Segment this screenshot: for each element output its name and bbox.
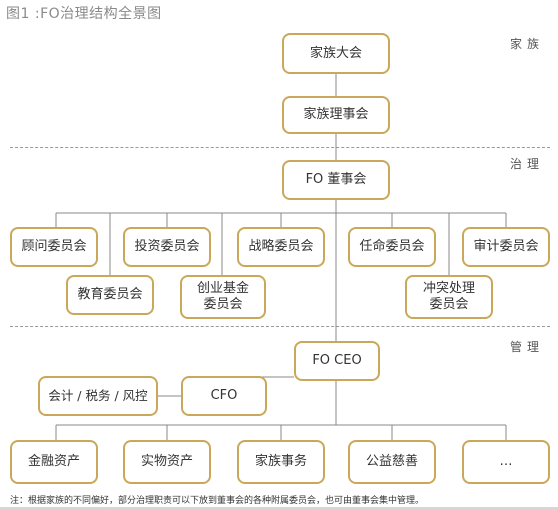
node-audit-committee: 审计委员会 <box>462 227 550 267</box>
node-accounting-tax-risk: 会计 / 税务 / 风控 <box>38 376 158 416</box>
node-venture-fund-committee: 创业基金 委员会 <box>180 275 266 319</box>
node-financial-assets: 金融资产 <box>10 440 98 484</box>
footnote: 注：根据家族的不同偏好，部分治理职责可以下放到董事会的各种附属委员会，也可由董事… <box>10 496 425 506</box>
section-label-family: 家族 <box>510 37 545 51</box>
node-investment-committee: 投资委员会 <box>123 227 211 267</box>
divider-family-governance <box>10 147 550 148</box>
node-family-affairs: 家族事务 <box>237 440 325 484</box>
node-education-committee: 教育委员会 <box>66 275 154 315</box>
node-advisory-committee: 顾问委员会 <box>10 227 98 267</box>
node-appointment-committee: 任命委员会 <box>348 227 436 267</box>
node-philanthropy: 公益慈善 <box>348 440 436 484</box>
node-physical-assets: 实物资产 <box>123 440 211 484</box>
node-conflict-committee: 冲突处理 委员会 <box>405 275 493 319</box>
node-fo-ceo: FO CEO <box>294 341 380 381</box>
node-family-assembly: 家族大会 <box>282 33 390 74</box>
bottom-rule <box>0 507 558 510</box>
node-more: … <box>462 440 550 484</box>
node-fo-board: FO 董事会 <box>282 160 390 200</box>
node-cfo: CFO <box>181 376 267 416</box>
section-label-governance: 治理 <box>510 157 545 171</box>
section-label-management: 管理 <box>510 340 545 354</box>
divider-governance-management <box>10 326 550 327</box>
node-strategy-committee: 战略委员会 <box>237 227 325 267</box>
diagram-title: 图1 :FO治理结构全景图 <box>6 6 162 22</box>
node-family-council: 家族理事会 <box>282 96 390 134</box>
